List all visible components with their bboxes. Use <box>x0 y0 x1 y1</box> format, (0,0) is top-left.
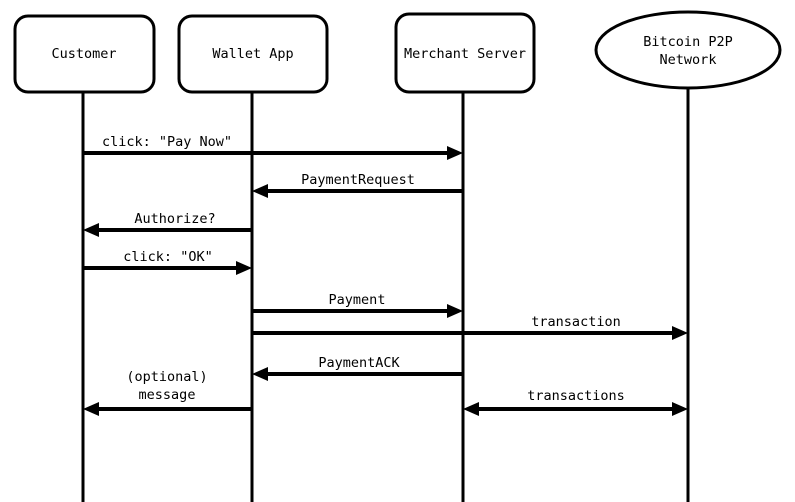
participant-merchant-server-box[interactable] <box>394 12 536 94</box>
message-authorize[interactable]: Authorize? <box>83 211 252 237</box>
message-optional-message-label-line1: (optional) <box>126 369 207 385</box>
participant-bitcoin-network[interactable]: Bitcoin P2P Network <box>594 10 782 90</box>
participant-bitcoin-network-ellipse[interactable] <box>594 10 782 90</box>
message-payment-request-label: PaymentRequest <box>301 172 415 188</box>
participant-bitcoin-network-label-line1: Bitcoin P2P <box>643 34 732 50</box>
participant-customer-label: Customer <box>51 46 116 62</box>
arrowhead-left-icon <box>252 184 268 198</box>
participant-wallet-app-label: Wallet App <box>212 46 293 62</box>
arrowhead-right-icon <box>672 402 688 416</box>
participant-customer[interactable]: Customer <box>13 14 156 94</box>
arrowhead-left-icon <box>83 223 99 237</box>
message-click-ok[interactable]: click: "OK" <box>83 249 252 275</box>
participant-merchant-server-label: Merchant Server <box>404 46 526 62</box>
message-transaction-label: transaction <box>531 314 620 330</box>
arrowhead-right-icon <box>447 146 463 160</box>
participant-wallet-app[interactable]: Wallet App <box>177 14 329 94</box>
arrowhead-right-icon <box>236 261 252 275</box>
messages-layer: click: "Pay Now" PaymentRequest Authoriz… <box>83 134 688 416</box>
message-transactions-label: transactions <box>527 388 625 404</box>
message-click-pay-now-label: click: "Pay Now" <box>102 134 232 150</box>
arrowhead-left-icon <box>463 402 479 416</box>
arrowhead-right-icon <box>447 304 463 318</box>
message-payment-ack[interactable]: PaymentACK <box>252 355 463 381</box>
message-transaction[interactable]: transaction <box>252 314 688 340</box>
message-click-pay-now[interactable]: click: "Pay Now" <box>83 134 463 160</box>
participants-layer: Customer Wallet App Merchant Server Bitc… <box>13 10 782 94</box>
message-click-ok-label: click: "OK" <box>123 249 212 265</box>
message-optional-message[interactable]: (optional) message <box>83 369 252 416</box>
message-optional-message-label-line2: message <box>139 387 196 403</box>
participant-merchant-server[interactable]: Merchant Server <box>394 12 536 94</box>
arrowhead-right-icon <box>672 326 688 340</box>
arrowhead-left-icon <box>83 402 99 416</box>
participant-bitcoin-network-label-line2: Network <box>660 52 717 68</box>
message-payment-label: Payment <box>329 292 386 308</box>
participant-wallet-app-box[interactable] <box>177 14 329 94</box>
participant-customer-box[interactable] <box>13 14 156 94</box>
arrowhead-left-icon <box>252 367 268 381</box>
lifelines-layer <box>81 88 690 502</box>
message-payment[interactable]: Payment <box>252 292 463 318</box>
message-transactions[interactable]: transactions <box>463 388 688 416</box>
message-payment-request[interactable]: PaymentRequest <box>252 172 463 198</box>
message-authorize-label: Authorize? <box>134 211 215 227</box>
message-payment-ack-label: PaymentACK <box>318 355 400 371</box>
